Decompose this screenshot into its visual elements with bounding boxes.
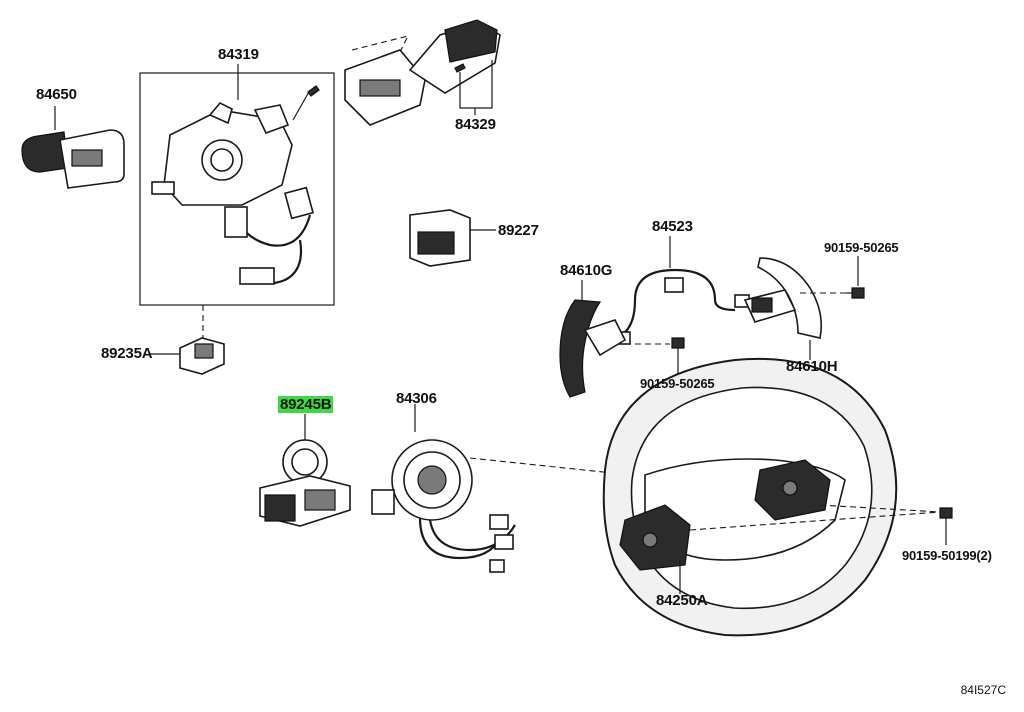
- label-84306[interactable]: 84306: [396, 390, 437, 407]
- bolt-90159-50265-upper[interactable]: [846, 256, 865, 299]
- part-84319-switch-body[interactable]: [151, 64, 320, 285]
- label-84250A[interactable]: 84250A: [656, 592, 708, 609]
- label-89227[interactable]: 89227: [498, 222, 539, 239]
- part-89235A-sensor[interactable]: [150, 305, 225, 375]
- label-84319[interactable]: 84319: [218, 46, 259, 63]
- part-84523-harness[interactable]: [609, 236, 750, 345]
- part-84650-light-switch[interactable]: [21, 106, 125, 189]
- part-84306-spiral-cable[interactable]: [371, 404, 661, 573]
- part-84610H-paddle-right[interactable]: [743, 257, 850, 360]
- label-84650[interactable]: 84650: [36, 86, 77, 103]
- label-84523[interactable]: 84523: [652, 218, 693, 235]
- label-90159-50265-lower[interactable]: 90159-50265: [640, 376, 715, 391]
- label-84610G[interactable]: 84610G: [560, 262, 613, 279]
- part-89227-module[interactable]: [409, 209, 496, 267]
- label-90159-50265-upper[interactable]: 90159-50265: [824, 240, 899, 255]
- assembly-box-84319: [139, 72, 335, 306]
- label-84329[interactable]: 84329: [455, 116, 496, 133]
- label-89245B-highlighted[interactable]: 89245B: [278, 396, 334, 413]
- bolt-90159-50265-lower[interactable]: [671, 337, 685, 376]
- part-84610G-paddle-left[interactable]: [559, 280, 670, 398]
- part-84329-wiper-switch[interactable]: [344, 19, 501, 126]
- diagram-code: 84I527C: [960, 683, 1006, 697]
- part-84250A-steering-wheel[interactable]: [602, 357, 941, 637]
- label-84610H[interactable]: 84610H: [786, 358, 838, 375]
- part-89245B-angle-sensor[interactable]: [259, 414, 351, 527]
- label-89235A[interactable]: 89235A: [101, 345, 153, 362]
- label-90159-50199[interactable]: 90159-50199(2): [902, 548, 992, 563]
- bolt-90159-50199[interactable]: [939, 507, 953, 545]
